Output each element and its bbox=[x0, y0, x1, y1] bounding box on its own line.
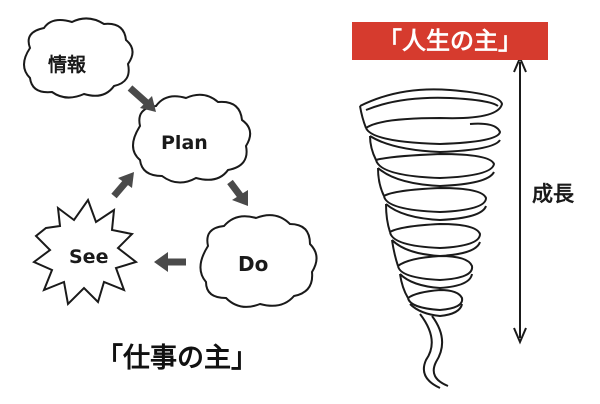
arrow-info-to-plan bbox=[127, 85, 156, 112]
growth-axis-arrow bbox=[513, 55, 527, 345]
see-label: See bbox=[69, 246, 109, 268]
plan-label: Plan bbox=[161, 132, 208, 154]
do-cloud bbox=[199, 214, 318, 308]
life-spiral-title-banner: 「人生の主」 bbox=[352, 22, 548, 60]
work-cycle-title: 「仕事の主」 bbox=[96, 343, 258, 374]
arrow-plan-to-do bbox=[227, 179, 248, 206]
info-label: 情報 bbox=[48, 54, 87, 76]
growth-spiral bbox=[359, 88, 504, 389]
arrow-see-to-plan bbox=[111, 172, 134, 199]
growth-axis-label: 成長 bbox=[532, 182, 574, 206]
arrow-do-to-see bbox=[154, 252, 186, 272]
info-cloud bbox=[23, 17, 134, 99]
do-label: Do bbox=[238, 252, 269, 276]
see-starburst bbox=[32, 197, 139, 307]
plan-cloud bbox=[132, 93, 252, 184]
